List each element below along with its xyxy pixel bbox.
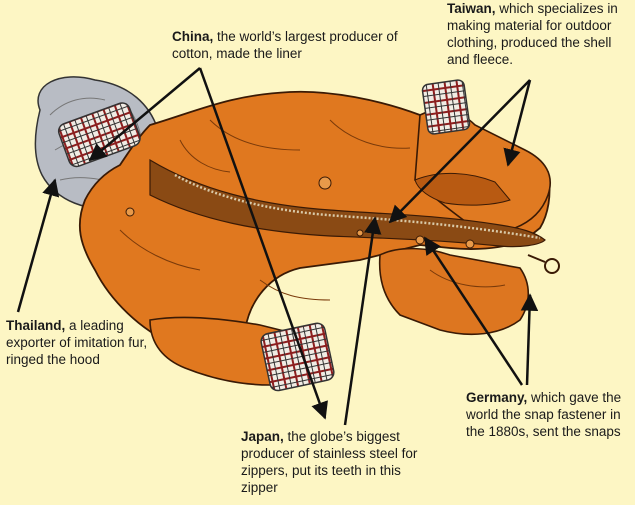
callout-thailand: Thailand, a leading exporter of imitatio…	[6, 317, 171, 368]
callout-thailand-text: a leading exporter of imitation fur, rin…	[6, 318, 148, 367]
callout-germany-text: which gave the world the snap fastener i…	[466, 390, 622, 439]
callout-arrows	[16, 67, 539, 426]
callout-thailand-country: Thailand,	[6, 318, 66, 333]
callout-china: China, the world’s largest producer of c…	[172, 28, 422, 62]
callout-germany: Germany, which gave the world the snap f…	[466, 389, 635, 440]
callout-japan-text: the globe’s biggest producer of stainles…	[241, 429, 418, 495]
callout-germany-country: Germany,	[466, 390, 528, 405]
callout-taiwan-text: which specializes in making material for…	[447, 1, 618, 67]
plaid-cuffs	[57, 79, 471, 392]
callout-china-text: the world’s largest producer of cotton, …	[172, 29, 398, 61]
callout-china-country: China,	[172, 29, 214, 44]
callout-taiwan-country: Taiwan,	[447, 1, 496, 16]
callout-japan: Japan, the globe’s biggest producer of s…	[241, 428, 441, 496]
callout-taiwan: Taiwan, which specializes in making mate…	[447, 0, 635, 68]
callout-japan-country: Japan,	[241, 429, 284, 444]
